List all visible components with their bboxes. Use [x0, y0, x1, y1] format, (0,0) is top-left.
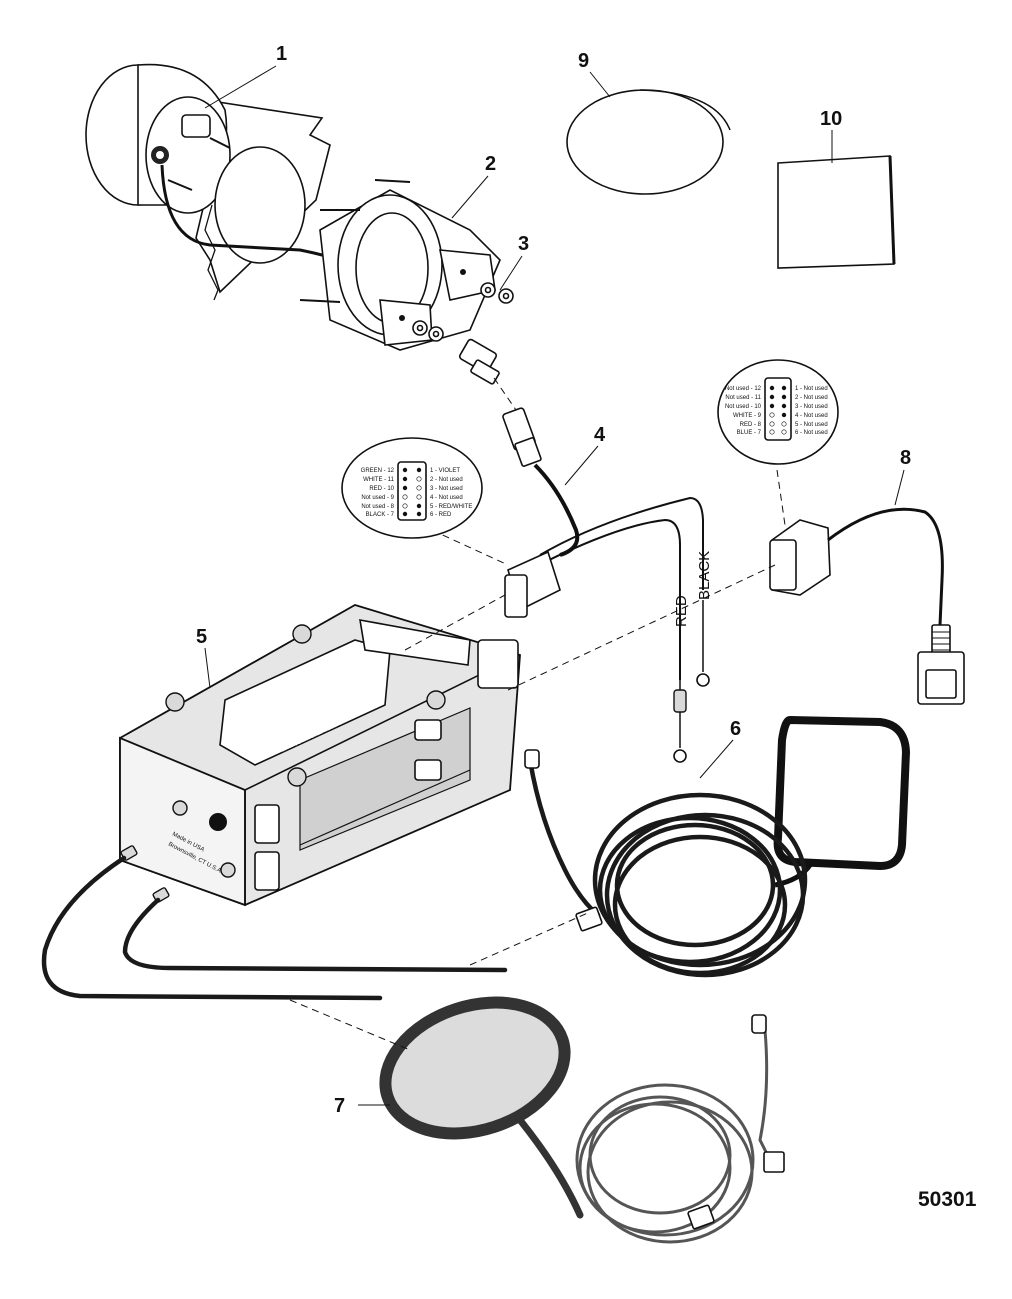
pinout-a-right-1: 2 - Not used	[430, 477, 463, 483]
pinout-b-left-3: WHITE - 9	[733, 413, 762, 419]
callout-3: 3	[518, 233, 529, 255]
figure-id: 50301	[918, 1188, 977, 1211]
pinout-a-left-1: WHITE - 11	[363, 477, 395, 483]
pinout-b-right-4: 5 - Not used	[795, 422, 828, 428]
gps-antenna	[524, 715, 911, 978]
pinout-b-right-1: 2 - Not used	[795, 395, 828, 401]
pinout-a-right-5: 6 - RED	[430, 512, 452, 518]
pinout-bubble-a	[341, 437, 483, 539]
pinout-b-right-2: 3 - Not used	[795, 404, 828, 410]
callout-7: 7	[334, 1095, 345, 1117]
pinout-b-left-0: Not used - 12	[725, 386, 762, 392]
pinout-a-right-4: 5 - RED/WHITE	[430, 504, 472, 510]
pinout-a-left-3: Not used - 9	[361, 495, 394, 501]
mounting-bracket	[299, 179, 501, 351]
pinout-b-left-2: Not used - 10	[725, 404, 762, 410]
pinout-b-left-1: Not used - 11	[725, 395, 761, 401]
leader-lines	[204, 65, 905, 1106]
card	[777, 155, 896, 269]
pinout-a-right-0: 1 - VIOLET	[430, 468, 460, 474]
pinout-b-right-3: 4 - Not used	[795, 413, 828, 419]
callout-4: 4	[594, 424, 606, 446]
pinout-bubble-b	[717, 359, 839, 465]
pinout-a-left-4: Not used - 8	[361, 504, 394, 510]
anti-theft-tds-unit	[119, 604, 521, 907]
callout-10: 10	[820, 108, 842, 130]
pinout-b-left-5: BLUE - 7	[737, 430, 762, 436]
round-antenna	[379, 996, 785, 1244]
wiring-harness	[502, 407, 704, 680]
nuts	[412, 282, 514, 342]
callout-5: 5	[196, 626, 207, 648]
callout-9: 9	[578, 50, 589, 72]
pinout-b-right-0: 1 - Not used	[795, 386, 828, 392]
pinout-a-left-0: GREEN - 12	[361, 468, 395, 474]
pinout-a-right-2: 3 - Not used	[430, 486, 463, 492]
pinout-a-right-3: 4 - Not used	[430, 495, 463, 501]
gauge	[85, 63, 456, 322]
adapter-harness	[769, 507, 965, 705]
wire-label-black: BLACK	[696, 551, 713, 600]
callout-8: 8	[900, 447, 911, 469]
pinout-b-left-4: RED - 8	[740, 422, 762, 428]
red-black-leads	[673, 600, 710, 763]
callout-1: 1	[276, 43, 287, 65]
decal	[566, 89, 731, 195]
pinout-a-left-5: BLACK - 7	[366, 512, 395, 518]
callout-6: 6	[730, 718, 741, 740]
pinout-a-left-2: RED - 10	[369, 486, 394, 492]
wire-label-red: RED	[673, 595, 690, 627]
gauge-pigtail-connector	[458, 338, 500, 385]
callout-2: 2	[485, 153, 496, 175]
unit-antenna-leads	[41, 845, 508, 1001]
pinout-b-right-5: 6 - Not used	[795, 430, 828, 436]
